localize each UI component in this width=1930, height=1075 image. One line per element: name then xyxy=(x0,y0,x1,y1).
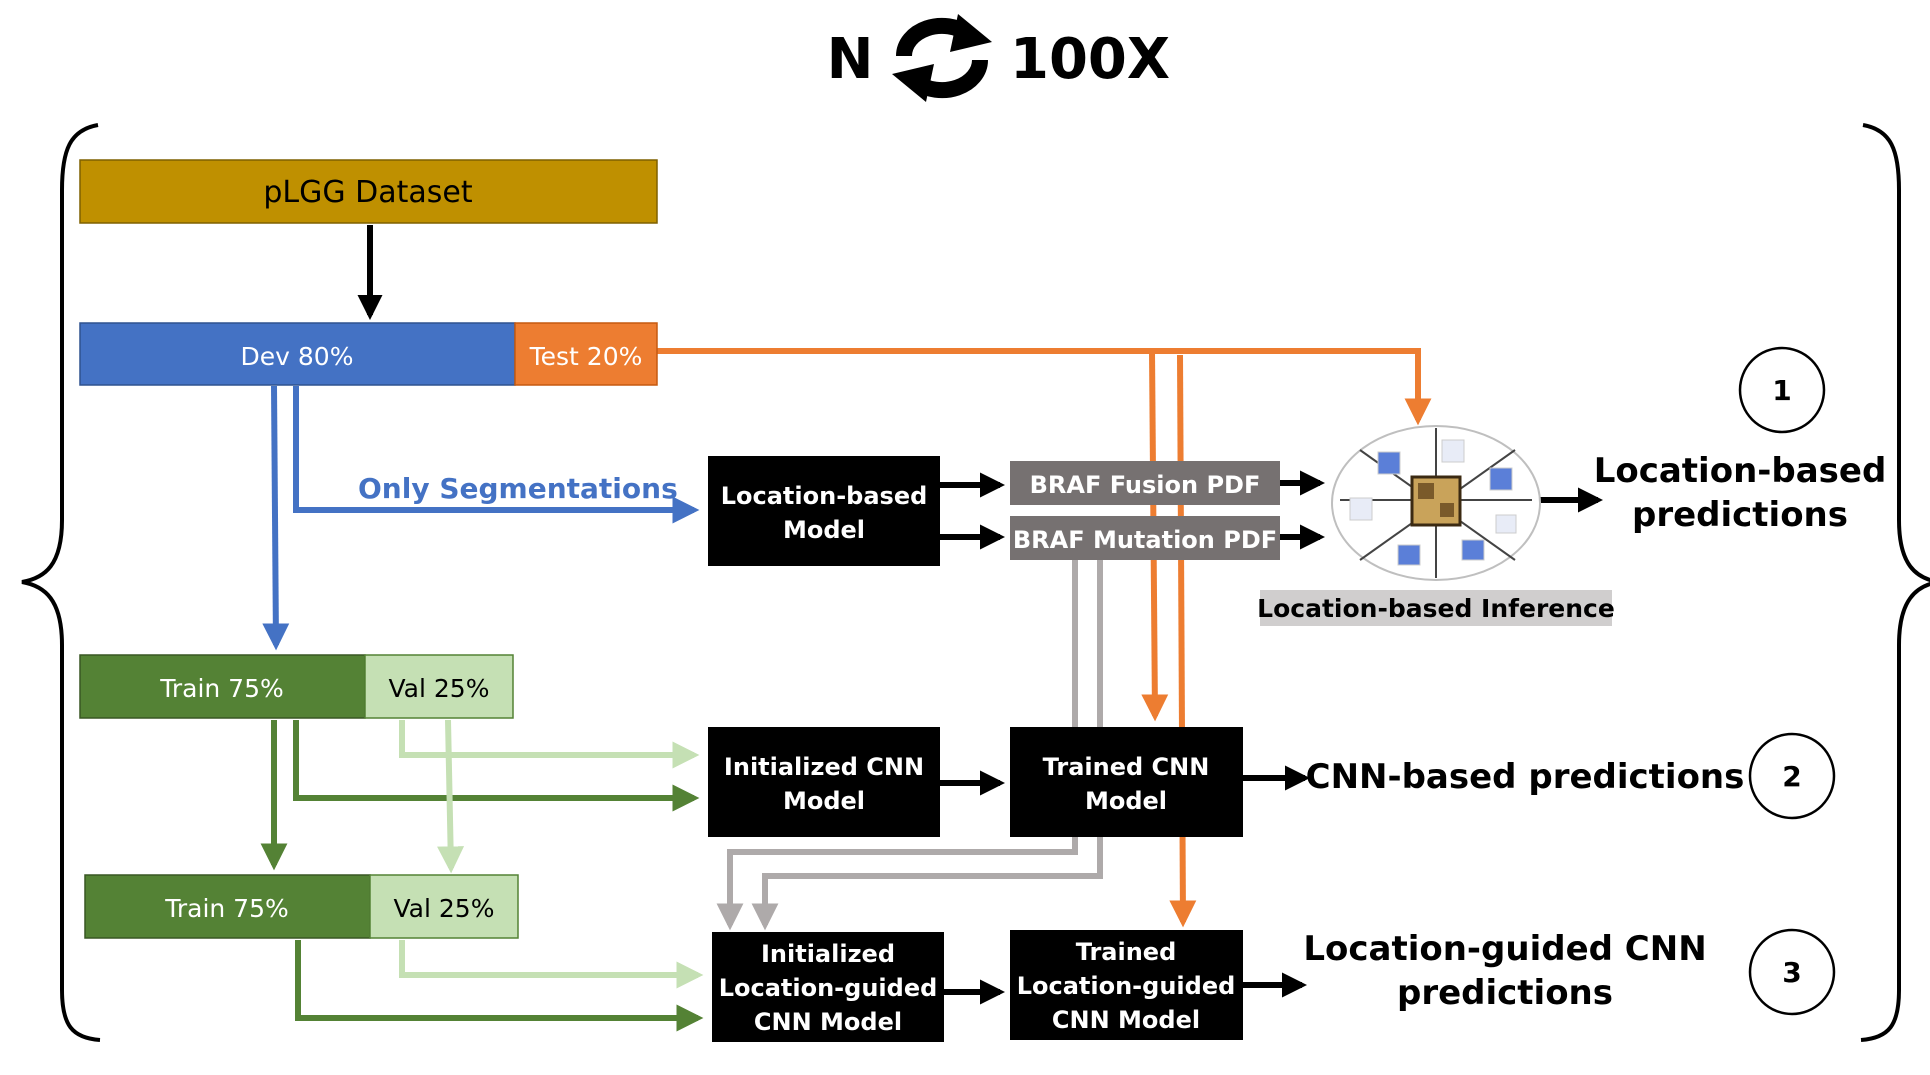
train1-label: Train 75% xyxy=(159,674,284,703)
arrow-val1-init-cnn xyxy=(399,720,700,769)
dataset-label: pLGG Dataset xyxy=(263,175,473,210)
arrow-fusion-init-lg-cnn xyxy=(716,560,1078,931)
header-n: N xyxy=(827,27,874,92)
braf-fusion-box xyxy=(1010,461,1280,505)
left-brace xyxy=(21,123,101,1042)
location-model-box xyxy=(708,456,940,566)
braf-fusion-label: BRAF Fusion PDF xyxy=(1030,471,1261,499)
trained-cnn-line1: Trained CNN xyxy=(1043,753,1210,781)
trained-lg-cnn-line2: Location-guided xyxy=(1017,972,1236,1000)
lg-pred-line1: Location-guided CNN xyxy=(1303,929,1706,969)
dataset-box xyxy=(79,159,658,224)
init-lg-cnn-line3: CNN Model xyxy=(754,1008,902,1036)
init-cnn-line2: Model xyxy=(783,787,865,815)
location-model-line1: Location-based xyxy=(721,482,928,510)
badge-2 xyxy=(1748,732,1836,820)
badge-1-label: 1 xyxy=(1772,374,1791,407)
location-model-line2: Model xyxy=(783,516,865,544)
trained-lg-cnn-line1: Trained xyxy=(1076,938,1177,966)
trained-lg-cnn-box xyxy=(1010,930,1243,1040)
arrow-dev-location-model xyxy=(293,386,700,524)
braf-mutation-label: BRAF Mutation PDF xyxy=(1013,526,1277,554)
val1-label: Val 25% xyxy=(389,674,490,703)
braf-mutation-box xyxy=(1010,516,1280,560)
refresh-cycle-icon xyxy=(892,14,992,102)
badge-1 xyxy=(1738,346,1826,434)
header-100x: 100X xyxy=(1010,27,1170,92)
init-cnn-line1: Initialized CNN xyxy=(724,753,924,781)
val1-box xyxy=(364,654,514,719)
dev-box xyxy=(79,322,516,386)
train2-label: Train 75% xyxy=(164,894,289,923)
init-lg-cnn-box xyxy=(712,932,944,1042)
arrow-test-inference xyxy=(655,348,1432,426)
badge-2-label: 2 xyxy=(1782,760,1801,793)
arrow-dev-train xyxy=(262,385,290,651)
val2-label: Val 25% xyxy=(394,894,495,923)
arrow-val1-val2 xyxy=(437,719,465,874)
arrow-val2-init-lg-cnn xyxy=(399,940,704,989)
train1-box xyxy=(79,654,366,719)
arrow-mutation-init-lg-cnn xyxy=(751,560,1103,931)
init-cnn-box xyxy=(708,727,940,837)
trained-cnn-line2: Model xyxy=(1085,787,1167,815)
arrow-train2-init-lg-cnn xyxy=(295,940,704,1032)
right-brace xyxy=(1860,123,1930,1042)
arrow-train1-init-cnn xyxy=(293,720,700,812)
init-lg-cnn-line2: Location-guided xyxy=(719,974,938,1002)
location-inference-image xyxy=(1331,425,1541,581)
test-label: Test 20% xyxy=(529,342,643,371)
dev-label: Dev 80% xyxy=(241,342,354,371)
badge-3-label: 3 xyxy=(1782,956,1801,989)
location-inference-label: Location-based Inference xyxy=(1257,594,1615,623)
badge-3 xyxy=(1748,928,1836,1016)
trained-lg-cnn-line3: CNN Model xyxy=(1052,1006,1200,1034)
location-pred-line2: predictions xyxy=(1632,495,1848,535)
location-inference-label-bg xyxy=(1260,590,1612,626)
train2-box xyxy=(84,874,371,939)
test-box xyxy=(514,322,658,386)
cnn-pred-label: CNN-based predictions xyxy=(1306,757,1745,797)
location-pred-line1: Location-based xyxy=(1594,451,1887,491)
val2-box xyxy=(369,874,519,939)
only-segmentations-label: Only Segmentations xyxy=(358,472,678,505)
init-lg-cnn-line1: Initialized xyxy=(761,940,895,968)
trained-cnn-box xyxy=(1010,727,1243,837)
lg-pred-line2: predictions xyxy=(1397,973,1613,1013)
